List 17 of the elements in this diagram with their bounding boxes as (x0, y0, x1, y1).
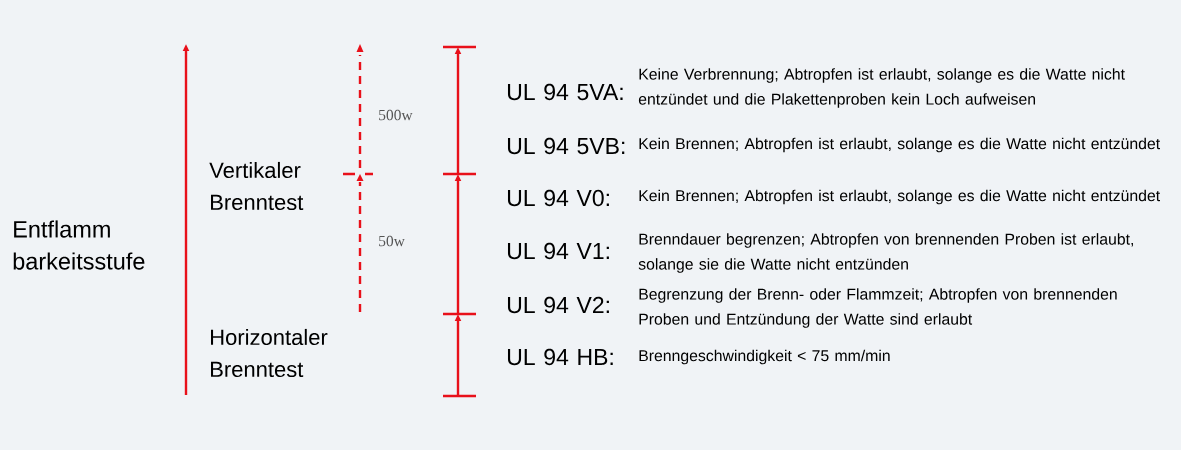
test-label: Horizontaler Brenntest (211, 328, 328, 378)
class-description: Kein Brennen; Abtropfen ist erlaubt, solange es die Watte nicht entzündet (639, 189, 1160, 205)
class-label: UL 94 5VB: (508, 137, 625, 155)
class-label: UL 94 V0: (508, 189, 609, 207)
class-label: UL 94 HB: (508, 348, 613, 366)
class-label: UL 94 5VA: (508, 83, 623, 101)
class-description: Brenndauer begrenzen; Abtropfen von brennenden Proben ist erlaubt, solange sie die Watte nicht entzünden (638, 233, 1133, 273)
class-description: Begrenzung der Brenn- oder Flammzeit; Abtropfen von brennenden Proben und Entzündung der Watte sind erlaubt (639, 288, 1117, 328)
class-label: UL 94 V2: (508, 296, 609, 314)
class-label: UL 94 V1: (508, 242, 609, 260)
power-label: 500w (379, 109, 413, 121)
class-description: Brenngeschwindigkeit < 75 mm/min (639, 349, 890, 365)
class-description: Keine Verbrennung; Abtropfen ist erlaubt, solange es die Watte nicht entzündet und die Plakettenproben kein Loch aufweisen (638, 68, 1125, 108)
heading-label: Entflamm barkeitsstufe (13, 220, 145, 270)
class-description: Kein Brennen; Abtropfen ist erlaubt, solange es die Watte nicht entzündet (639, 137, 1160, 153)
power-label: 50w (379, 235, 405, 247)
test-label: Vertikaler Brenntest (209, 161, 304, 211)
